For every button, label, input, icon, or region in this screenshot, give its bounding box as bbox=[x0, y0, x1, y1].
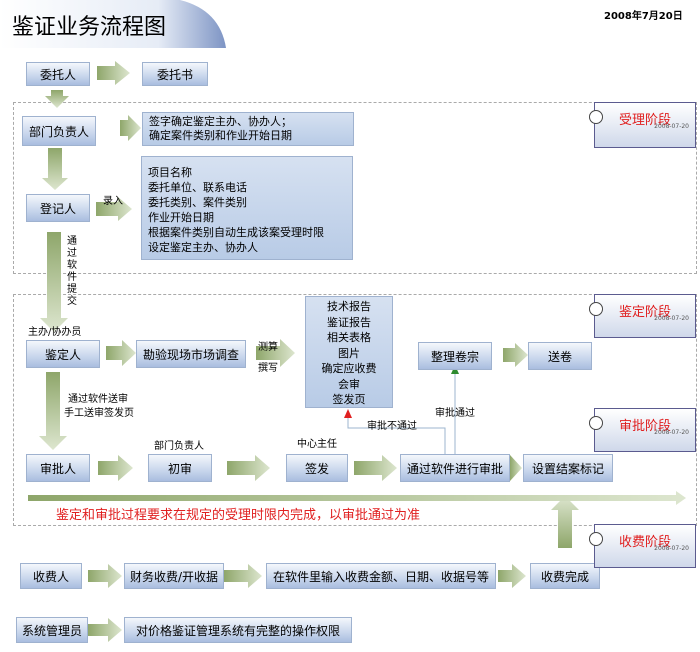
sign-note-line: 签字确定鉴定主办、协办人； bbox=[149, 115, 292, 128]
via-software-label: 通过软件提交 bbox=[67, 236, 77, 307]
doc-item: 鉴证报告 bbox=[327, 315, 371, 329]
doc-item: 相关表格 bbox=[327, 331, 371, 344]
date-label: 2008年7月20日 bbox=[604, 11, 683, 22]
admin-perm-node: 对价格鉴证管理系统有完整的操作权限 bbox=[124, 617, 352, 643]
payer-node: 收费人 bbox=[20, 563, 82, 589]
acceptance-region bbox=[13, 102, 697, 274]
sysadmin-node: 系统管理员 bbox=[16, 617, 88, 643]
page-title: 鉴证业务流程图 bbox=[12, 15, 167, 40]
billing-node: 财务收费/开收据 bbox=[124, 563, 224, 589]
main-assist-label: 主办/协办员 bbox=[28, 327, 82, 338]
deliver-node: 送卷 bbox=[528, 342, 592, 370]
stage-date: 2008-07-20 bbox=[654, 123, 689, 130]
arrow-down bbox=[42, 148, 68, 190]
register-field: 设定鉴定主办、协办人 bbox=[148, 241, 258, 254]
arrow-right bbox=[354, 455, 397, 481]
stage-label: 审批阶段 bbox=[619, 419, 672, 434]
stage-label: 受理阶段 bbox=[619, 113, 672, 128]
stage-date: 2008-07-20 bbox=[654, 545, 689, 552]
stage-approval: 审批阶段 2008-07-20 bbox=[589, 408, 696, 452]
set-close-node: 设置结案标记 bbox=[523, 454, 613, 482]
arrow-right bbox=[503, 343, 528, 367]
doc-item: 确定应收费 bbox=[321, 362, 377, 375]
sign-note-panel: 签字确定鉴定主办、协办人； 确定案件类别和作业开始日期 bbox=[142, 112, 354, 146]
software-approval-node: 通过软件进行审批 bbox=[400, 454, 510, 482]
center-head-label: 中心主任 bbox=[297, 439, 337, 450]
arrow-right bbox=[224, 564, 262, 588]
arrow-right bbox=[97, 61, 130, 85]
register-field: 委托类别、案件类别 bbox=[148, 196, 247, 209]
stage-date: 2008-07-20 bbox=[654, 315, 689, 322]
arrow-down bbox=[45, 90, 69, 108]
fee-done-node: 收费完成 bbox=[530, 563, 600, 589]
deadline-note: 鉴定和审批过程要求在规定的受理时限内完成，以审批通过为准 bbox=[56, 508, 421, 523]
measure-label: 测算 bbox=[258, 342, 278, 353]
doc-item: 会审 bbox=[338, 377, 360, 391]
docs-panel: 技术报告 鉴证报告 相关表格 图片 确定应收费 会审 签发页 bbox=[305, 296, 393, 408]
doc-item: 技术报告 bbox=[327, 300, 371, 313]
arrow-right bbox=[256, 339, 295, 367]
arrow-right bbox=[88, 564, 122, 588]
send-review-label: 通过软件送审 bbox=[68, 394, 128, 405]
write-label: 撰写 bbox=[258, 363, 278, 374]
issue-node: 签发 bbox=[286, 454, 348, 482]
stage-label: 鉴定阶段 bbox=[619, 305, 672, 320]
arrow-down bbox=[39, 372, 67, 450]
archive-node: 整理卷宗 bbox=[418, 342, 492, 370]
register-field: 作业开始日期 bbox=[148, 211, 214, 224]
title-banner-shape bbox=[0, 0, 226, 48]
stage-circle-icon bbox=[589, 532, 603, 546]
stage-appraisal: 鉴定阶段 2008-07-20 bbox=[589, 294, 696, 338]
send-review-label: 手工送审签发页 bbox=[64, 408, 134, 419]
register-fields-panel: 项目名称 委托单位、联系电话 委托类别、案件类别 作业开始日期 根据案件类别自动… bbox=[141, 156, 353, 260]
approver-node: 审批人 bbox=[26, 454, 90, 482]
arrow-up bbox=[551, 496, 579, 548]
approved-label: 审批通过 bbox=[435, 408, 475, 419]
stage-circle-icon bbox=[589, 416, 603, 430]
stage-label: 收费阶段 bbox=[619, 535, 672, 550]
rejected-line bbox=[347, 416, 446, 455]
stage-acceptance: 受理阶段 2008-07-20 bbox=[589, 102, 696, 148]
stage-circle-icon bbox=[589, 302, 603, 316]
appraisal-region bbox=[13, 294, 697, 526]
arrow-right bbox=[510, 455, 522, 481]
enter-fee-node: 在软件里输入收费金额、日期、收据号等 bbox=[266, 563, 496, 589]
doc-item: 签发页 bbox=[332, 393, 366, 406]
commission-node: 委托书 bbox=[142, 62, 208, 86]
registrar-node: 登记人 bbox=[26, 194, 90, 222]
survey-node: 勘验现场市场调查 bbox=[136, 340, 246, 368]
arrow-right bbox=[106, 340, 136, 366]
arrow-right bbox=[120, 115, 141, 141]
stage-billing: 收费阶段 2008-07-20 bbox=[589, 524, 696, 568]
dept-head-small-label: 部门负责人 bbox=[154, 441, 204, 452]
arrow-right bbox=[88, 618, 122, 642]
stage-date: 2008-07-20 bbox=[654, 429, 689, 436]
arrow-right bbox=[98, 455, 133, 481]
first-review-node: 初审 bbox=[148, 454, 212, 482]
register-field: 委托单位、联系电话 bbox=[148, 181, 247, 194]
appraiser-node: 鉴定人 bbox=[26, 340, 100, 368]
register-field: 项目名称 bbox=[148, 166, 192, 179]
rejected-arrowhead bbox=[344, 409, 352, 418]
register-field: 根据案件类别自动生成该案受理时限 bbox=[148, 226, 324, 239]
enter-label: 录入 bbox=[103, 196, 123, 207]
dept-head-node: 部门负责人 bbox=[22, 116, 96, 146]
deadline-bar bbox=[28, 491, 686, 505]
sign-note-line: 确定案件类别和作业开始日期 bbox=[149, 129, 292, 142]
arrow-right bbox=[498, 564, 526, 588]
rejected-label: 审批不通过 bbox=[367, 421, 417, 432]
client-node: 委托人 bbox=[26, 62, 90, 86]
stage-circle-icon bbox=[589, 110, 603, 124]
arrow-down bbox=[40, 232, 68, 332]
doc-item: 图片 bbox=[338, 346, 360, 360]
arrow-right bbox=[227, 455, 270, 481]
arrow-right bbox=[96, 197, 132, 221]
